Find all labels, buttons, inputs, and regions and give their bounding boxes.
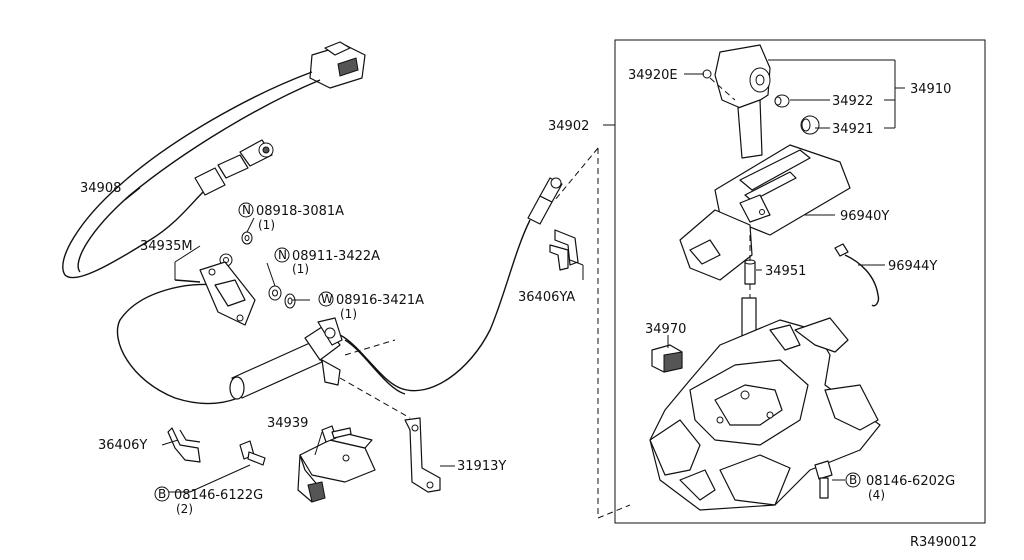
label-34922: 34922 [832,94,873,109]
label-08918-3081A: 08918-3081A [256,204,344,219]
cable-34908-right [77,79,321,273]
label-34970: 34970 [645,322,686,337]
block-34970 [651,344,683,373]
qty-08916: (1) [340,307,357,321]
label-34921: 34921 [832,122,873,137]
shifter-cable-end [527,177,563,225]
qty-08146-6202G: (4) [868,488,885,502]
screw-34920E [702,69,712,79]
label-08916-3421A: 08916-3421A [336,293,424,308]
prefix-n-08911: N [278,248,287,262]
qty-08911: (1) [292,262,309,276]
bracket-34939 [297,431,376,503]
label-08911-3422A: 08911-3422A [292,249,380,264]
bracket-31913Y [404,417,441,493]
projection-line-top [554,147,599,201]
label-34951: 34951 [765,264,806,279]
projection-line-bottom [597,504,631,519]
cable-34935M [116,283,239,405]
pin-34951 [744,259,756,285]
prefix-b-08146-6122G: B [158,487,166,501]
bolt-08146-6202G [814,460,833,499]
prefix-n-08918: N [242,203,251,217]
label-36406YA: 36406YA [518,290,575,305]
cable-connector-34908 [194,139,274,196]
shift-knob-34910 [714,44,771,159]
label-96944Y: 96944Y [888,259,937,274]
cap-34921 [800,115,820,135]
qty-08146-6122G: (2) [176,502,193,516]
wire-96944Y [834,243,880,307]
label-34908: 34908 [80,181,121,196]
washer-08918 [241,231,253,245]
nut-08911 [268,285,282,301]
label-96940Y: 96940Y [840,209,889,224]
cable-34908-left [62,71,313,279]
label-08146-6122G: 08146-6122G [174,488,263,503]
prefix-w-08916: W [321,292,333,306]
button-34922 [774,94,790,108]
prefix-b-08146-6202G: B [849,473,857,487]
label-34910: 34910 [910,82,951,97]
label-34920E: 34920E [628,68,678,83]
assembly-frame [614,39,986,524]
clip-36406YA [549,229,579,271]
connector-block-top [309,41,366,89]
cable-to-shifter [339,219,531,392]
label-34902: 34902 [548,119,589,134]
label-08146-6202G: 08146-6202G [866,474,955,489]
label-34935M: 34935M [140,239,193,254]
indicator-panel-96940Y [679,144,851,281]
cable-adjuster-cylinder [229,317,343,400]
diagram-reference-id: R3490012 [910,535,977,550]
cable-bracket-plate [199,261,256,326]
label-34939: 34939 [267,416,308,431]
label-31913Y: 31913Y [457,459,506,474]
bolt-08146-6122G [239,440,266,466]
label-36406Y: 36406Y [98,438,147,453]
clip-36406Y [167,427,201,463]
qty-08918: (1) [258,218,275,232]
bolt-34939 [321,425,352,443]
washer-08916 [284,293,296,309]
